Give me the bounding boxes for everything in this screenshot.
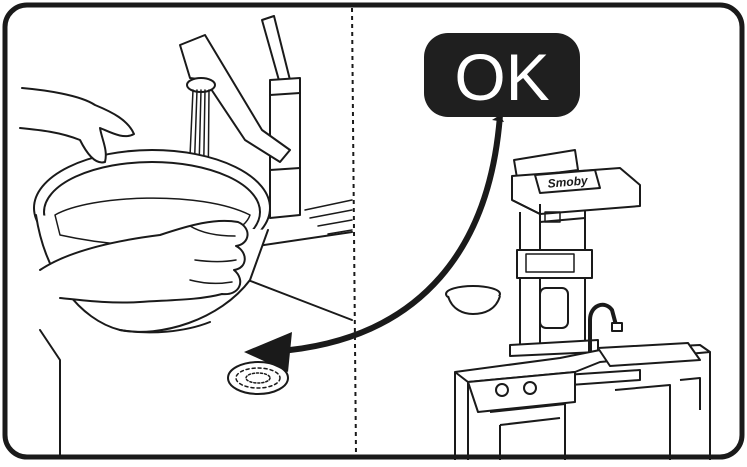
ok-badge: OK xyxy=(424,33,580,117)
ok-label: OK xyxy=(454,40,549,114)
brand-plate: Smoby xyxy=(535,170,600,193)
